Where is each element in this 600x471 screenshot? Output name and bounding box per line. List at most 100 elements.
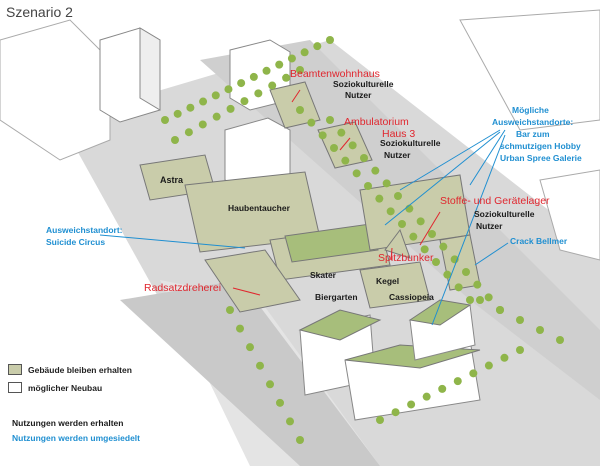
tree	[496, 306, 504, 314]
tree	[307, 118, 316, 127]
tree	[236, 324, 244, 333]
label-beamtenwohnhaus: Beamtenwohnhaus	[290, 68, 380, 80]
tree	[454, 283, 463, 292]
tree	[286, 417, 294, 426]
label-skater: Skater	[310, 270, 336, 280]
tree	[516, 316, 524, 324]
label-urban-spree: Urban Spree Galerie	[500, 153, 582, 163]
tree	[246, 343, 254, 352]
tree	[254, 89, 263, 98]
tree	[313, 42, 322, 51]
tree	[443, 270, 452, 279]
tree	[500, 353, 509, 362]
tree	[469, 369, 478, 378]
label-moegliche: Mögliche	[512, 105, 549, 115]
tree	[171, 136, 179, 144]
tree	[398, 220, 406, 228]
label-haus3: Haus 3	[382, 128, 416, 140]
label-ambulatorium: Ambulatorium	[344, 116, 409, 128]
tree	[416, 217, 425, 226]
tree	[268, 81, 277, 90]
tree	[212, 112, 221, 121]
building-beamtenwohnhaus	[269, 81, 321, 129]
tree	[391, 408, 400, 417]
tree	[439, 242, 448, 251]
tree	[516, 346, 524, 354]
callout-lines	[99, 89, 509, 326]
new-building-lower-mid	[408, 299, 476, 361]
legend-kept: Gebäude bleiben erhalten	[8, 364, 132, 375]
tree	[173, 109, 182, 118]
tree	[287, 54, 296, 63]
tree	[337, 128, 346, 137]
tree	[199, 97, 208, 106]
label-kegel: Kegel	[376, 276, 400, 286]
tree	[256, 361, 264, 370]
label-stoffe-geraetelager: Stoffe- und Gerätelager	[440, 195, 550, 207]
tree	[300, 48, 309, 57]
label-crack-bellmer: Crack Bellmer	[510, 236, 568, 246]
tree	[262, 66, 271, 75]
legend-swatch-new	[8, 382, 22, 393]
tree	[394, 192, 402, 200]
label-suicide-circus: Suicide Circus	[46, 237, 106, 247]
tree	[453, 377, 462, 386]
tree-rows	[161, 36, 564, 444]
tree	[326, 116, 334, 124]
tree	[237, 79, 246, 88]
tree	[462, 268, 470, 276]
tree	[186, 103, 195, 112]
tree	[296, 436, 304, 444]
label-ausweichstandorte: Ausweichstandorte:	[492, 117, 574, 127]
legend-new-label: möglicher Neubau	[28, 382, 103, 393]
tree	[348, 141, 357, 150]
tree	[386, 207, 395, 216]
tree	[420, 245, 429, 254]
tree	[375, 194, 384, 203]
tree	[376, 416, 384, 424]
neighbor-block-right	[459, 9, 600, 131]
tree	[536, 326, 544, 334]
tree	[226, 104, 235, 113]
label-soziokulturelle-2: Soziokulturelle	[380, 138, 441, 148]
tree	[352, 169, 361, 178]
label-soziokulturelle-1: Soziokulturelle	[333, 79, 394, 89]
tree	[371, 166, 380, 175]
tree	[198, 120, 207, 129]
tree	[330, 144, 338, 152]
label-nutzer-2: Nutzer	[384, 150, 411, 160]
tree	[326, 36, 334, 44]
tree	[266, 380, 274, 389]
building-cassiopeia	[359, 261, 431, 309]
label-nutzer-1: Nutzer	[345, 90, 372, 100]
legend-kept-label: Gebäude bleiben erhalten	[28, 364, 132, 375]
tree	[364, 182, 372, 190]
tree	[341, 156, 350, 165]
tree	[428, 230, 436, 238]
tree	[407, 400, 416, 409]
tree	[484, 361, 493, 370]
tree	[409, 232, 418, 241]
tree	[360, 154, 368, 162]
tree	[432, 258, 440, 266]
label-haubentaucher: Haubentaucher	[228, 203, 290, 213]
building-ambulatorium	[317, 121, 373, 169]
new-tower-1	[99, 27, 161, 123]
tree	[484, 293, 493, 302]
tree	[275, 60, 284, 69]
footnote-kept-uses: Nutzungen werden erhalten	[12, 418, 124, 428]
tree	[382, 179, 391, 188]
tree	[224, 85, 233, 94]
tree	[476, 296, 484, 304]
label-astra: Astra	[160, 175, 184, 185]
neighbor-block-left	[0, 19, 111, 161]
tree	[226, 306, 234, 314]
tree	[438, 384, 447, 393]
tree	[556, 336, 564, 344]
footnote-moved-uses: Nutzungen werden umgesiedelt	[12, 433, 140, 443]
tree	[282, 73, 291, 82]
tree	[211, 91, 220, 100]
page-title: Szenario 2	[6, 4, 73, 20]
